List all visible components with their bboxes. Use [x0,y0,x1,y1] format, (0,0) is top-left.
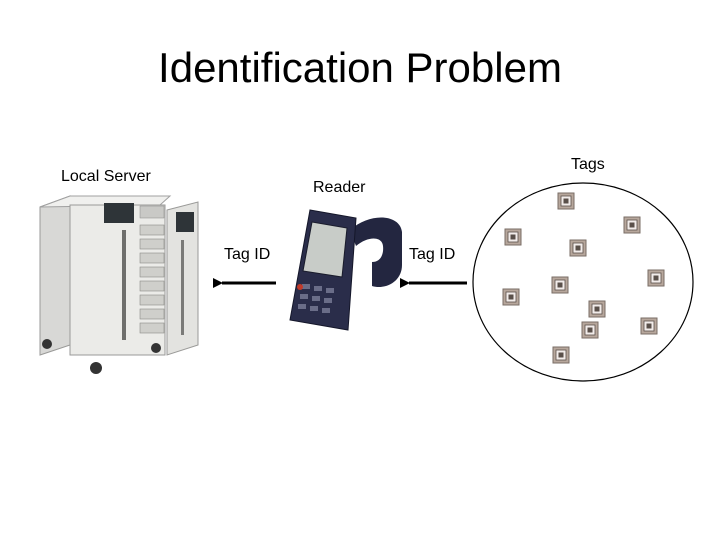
local-server-label: Local Server [61,168,151,185]
tag-id-label-right: Tag ID [409,246,456,263]
tags-label: Tags [571,156,605,173]
rfid-tag-icon [569,239,587,257]
rfid-tag-icon [552,346,570,364]
rfid-tag-icon [504,228,522,246]
rfid-tag-icon [551,276,569,294]
rfid-tag-icon [588,300,606,318]
rfid-tag-icon [502,288,520,306]
rfid-tag-icon [647,269,665,287]
tag-id-label-left: Tag ID [224,246,271,263]
rfid-tag-icon [623,216,641,234]
handheld-reader-icon [289,209,402,331]
slide-title: Identification Problem [158,44,562,91]
rfid-tag-icon [557,192,575,210]
tags-group [502,192,665,364]
server-cabinet-icon [39,195,199,374]
rfid-tag-icon [581,321,599,339]
reader-label: Reader [313,179,366,196]
rfid-tag-icon [640,317,658,335]
tag-field-ellipse [472,182,694,382]
